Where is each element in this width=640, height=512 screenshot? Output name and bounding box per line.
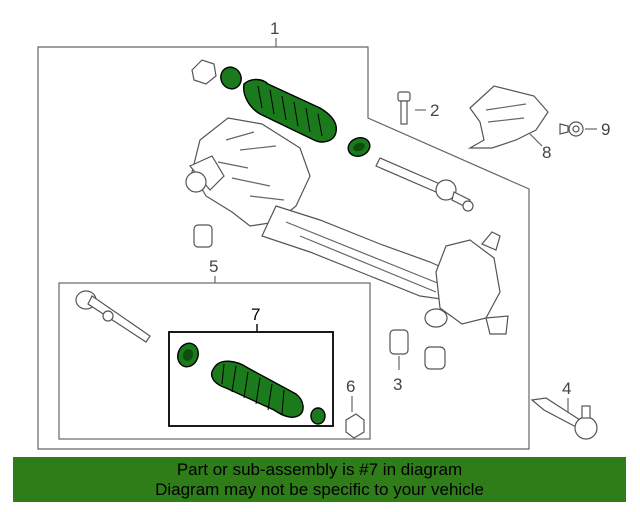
callout-2[interactable]: 2 xyxy=(430,101,439,120)
callout-8[interactable]: 8 xyxy=(542,143,551,162)
callout-5[interactable]: 5 xyxy=(209,257,218,276)
callout-7[interactable]: 7 xyxy=(251,305,260,324)
bolt-2 xyxy=(397,91,426,125)
steering-rack xyxy=(185,117,509,335)
info-banner: Part or sub-assembly is #7 in diagram Di… xyxy=(13,457,626,502)
bushing xyxy=(193,224,213,248)
banner-line-2: Diagram may not be specific to your vehi… xyxy=(155,480,484,499)
inner-tie-rod-upper xyxy=(375,157,474,212)
nut-9 xyxy=(559,121,597,137)
boot-kit-7 xyxy=(177,342,326,425)
bracket-8 xyxy=(467,85,549,149)
callout-4[interactable]: 4 xyxy=(562,379,571,398)
banner-line-1: Part or sub-assembly is #7 in diagram xyxy=(176,460,463,479)
callout-3[interactable]: 3 xyxy=(393,375,402,394)
subassembly-outline-7 xyxy=(168,331,334,427)
assembly-outline-1 xyxy=(37,46,530,450)
nut-6 xyxy=(345,396,365,439)
callout-9[interactable]: 9 xyxy=(601,120,610,139)
callout-6[interactable]: 6 xyxy=(346,377,355,396)
callout-1[interactable]: 1 xyxy=(270,19,279,38)
boot-upper xyxy=(191,59,371,157)
outer-tie-rod-end-4 xyxy=(530,397,598,440)
bushings-3 xyxy=(389,329,446,370)
inner-tie-rod-5 xyxy=(75,290,151,343)
